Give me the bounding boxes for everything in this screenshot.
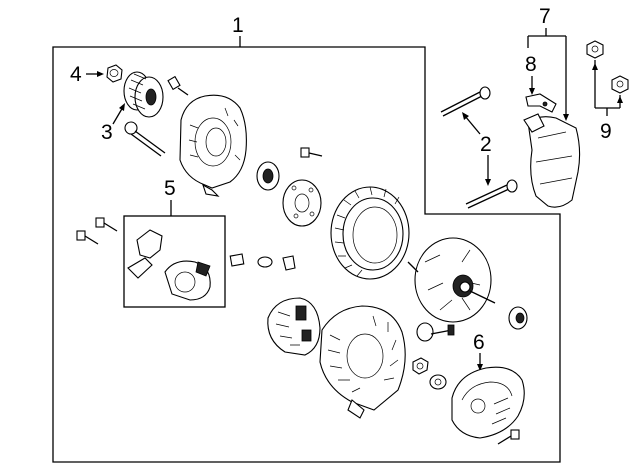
callout-2-arrow-lower [485,179,491,186]
callout-8-arrow [529,88,535,95]
terminal-stud [416,322,455,342]
mounting-bolt-lower [465,179,518,209]
slip-ring [508,306,528,330]
callout-5: 5 [164,177,176,200]
shield-nut-lower [611,75,629,94]
callout-2: 2 [480,133,492,156]
shield-nut-upper [586,40,604,59]
callout-6-arrow [477,364,483,371]
mounting-bolt-upper [440,86,491,117]
rotor [407,237,496,323]
cover-screw [497,429,520,445]
callout-2-leader-upper [464,115,481,135]
rectifier [267,297,321,356]
assembly-boundary [52,46,561,463]
callout-3: 3 [101,121,113,144]
front-housing [179,94,247,197]
brush-parts [229,253,296,271]
callout-8: 8 [525,53,537,76]
callout-1: 1 [232,14,244,37]
rear-housing [319,305,406,419]
callout-7-arrow [563,114,569,121]
brush-holder-box [123,215,226,308]
callout-4-arrow [97,71,104,77]
pulley-nut [106,64,123,83]
brush-screw-1 [95,217,118,232]
terminal-nut [412,357,429,375]
retainer-plate [282,179,322,227]
through-bolt [124,121,166,157]
callout-9-arrow-left [592,63,598,70]
callout-6: 6 [473,331,485,354]
terminal-washer [429,374,447,390]
callout-4: 4 [70,63,82,86]
heat-shield [523,113,581,208]
callout-3-arrow [119,103,125,111]
screw-mid [300,147,323,158]
rear-cover [451,366,525,439]
callout-9-arrow-right [617,96,623,103]
bearing [256,161,280,191]
callout-7: 7 [539,5,551,28]
brush-screw-2 [76,230,99,245]
brush-holder [127,229,211,301]
stator [330,186,410,280]
shield-bracket [525,93,557,113]
screw-top [167,75,189,96]
pulley [123,71,164,118]
callout-9: 9 [600,120,612,143]
callout-2-arrow-upper [462,112,469,120]
callout-3-leader [112,106,124,125]
